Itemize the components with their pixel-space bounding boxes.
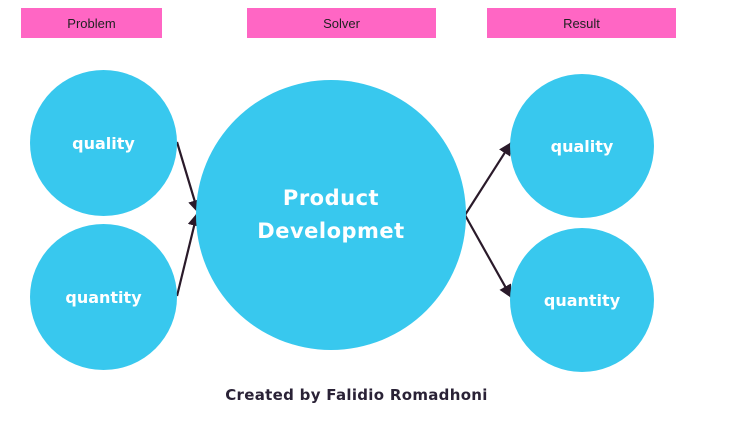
arrow-solver-to-result-quality bbox=[464, 141, 512, 216]
header-result: Result bbox=[487, 8, 676, 38]
header-problem-label: Problem bbox=[67, 15, 116, 31]
arrow-problem-quality-to-solver bbox=[175, 141, 201, 214]
header-solver-label: Solver bbox=[323, 15, 360, 31]
header-result-label: Result bbox=[563, 15, 600, 31]
node-solver-product-development: Product Developmet bbox=[196, 80, 466, 350]
node-solver-label: Product Developmet bbox=[257, 186, 405, 243]
header-solver: Solver bbox=[247, 8, 436, 38]
node-result-quantity: quantity bbox=[510, 228, 654, 372]
node-problem-quantity-label: quantity bbox=[65, 287, 142, 307]
node-problem-quality-label: quality bbox=[72, 133, 135, 153]
node-problem-quality: quality bbox=[30, 70, 177, 216]
node-result-quantity-label: quantity bbox=[543, 290, 621, 310]
arrow-solver-to-result-quantity bbox=[464, 214, 512, 299]
credit-line: Created by Falidio Romadhoni bbox=[0, 386, 745, 404]
header-problem: Problem bbox=[21, 8, 162, 38]
node-result-quality: quality bbox=[510, 74, 654, 218]
node-result-quality-label: quality bbox=[550, 136, 614, 156]
arrow-problem-quantity-to-solver bbox=[175, 212, 201, 297]
credit-text: Created by Falidio Romadhoni bbox=[225, 386, 488, 404]
node-problem-quantity: quantity bbox=[30, 224, 177, 370]
